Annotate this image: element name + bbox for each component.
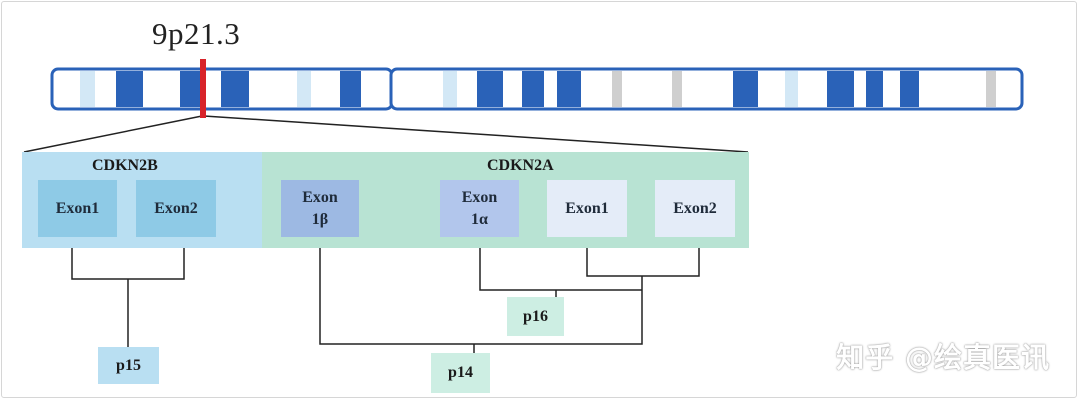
locus-label: 9p21.3 xyxy=(152,16,241,51)
exon-label: Exon1 xyxy=(55,199,100,217)
exon-box xyxy=(136,180,216,237)
chromosome-right-arm xyxy=(389,67,1024,111)
band-dark xyxy=(522,71,544,107)
band-light xyxy=(297,71,311,107)
band-dark xyxy=(180,71,202,107)
band-dark xyxy=(116,71,143,107)
band-dark xyxy=(827,71,854,107)
exon-box xyxy=(281,180,359,237)
protein-box xyxy=(507,297,564,336)
band-dark xyxy=(340,71,361,107)
protein-p15: p15 xyxy=(116,356,141,374)
protein-p16: p16 xyxy=(523,307,548,325)
band-dark xyxy=(866,71,883,107)
band-dark xyxy=(900,71,919,107)
cdkn2a-exon1-alpha: Exon 1α xyxy=(440,180,519,237)
cdkn2b-exon1: Exon1 xyxy=(38,180,117,237)
locus-marker xyxy=(200,59,206,118)
protein-box xyxy=(98,347,159,384)
band-gray xyxy=(612,71,622,107)
protein-p14: p14 xyxy=(448,364,473,381)
cdkn2a-exon1-beta: Exon 1β xyxy=(281,180,359,237)
zoom-line-left xyxy=(23,115,203,153)
exon-box xyxy=(38,180,117,237)
exon-label-line2: 1α xyxy=(471,210,488,228)
cdkn2a-exon2: Exon2 xyxy=(655,180,735,237)
band-light xyxy=(80,71,95,107)
band-light xyxy=(443,71,457,107)
chromosome-left-arm xyxy=(50,67,394,111)
exon-label-line2: 1β xyxy=(311,210,329,228)
protein-box xyxy=(431,353,490,393)
cdkn2a-exon1: Exon1 xyxy=(547,180,627,237)
exon-box xyxy=(547,180,627,237)
band-gray xyxy=(986,71,996,107)
exon-label: Exon2 xyxy=(673,199,717,217)
exon-box xyxy=(440,180,519,237)
band-dark xyxy=(221,71,249,107)
splice-connectors xyxy=(71,248,700,353)
exon-label-line1: Exon xyxy=(302,188,338,206)
exon-label: Exon2 xyxy=(154,199,198,217)
band-dark xyxy=(733,71,758,107)
exon-box xyxy=(655,180,735,237)
cdkn2b-exon2: Exon2 xyxy=(136,180,216,237)
band-gray xyxy=(672,71,682,107)
band-light xyxy=(785,71,798,107)
watermark: 知乎 @绘真医讯 xyxy=(836,341,1050,374)
band-dark xyxy=(557,71,581,107)
zoom-line-right xyxy=(203,115,749,153)
gene-label-cdkn2a: CDKN2A xyxy=(487,157,554,174)
band-dark xyxy=(477,71,503,107)
exon-label: Exon1 xyxy=(565,199,609,217)
exon-label-line1: Exon xyxy=(461,188,498,206)
gene-label-cdkn2b: CDKN2B xyxy=(92,157,158,174)
